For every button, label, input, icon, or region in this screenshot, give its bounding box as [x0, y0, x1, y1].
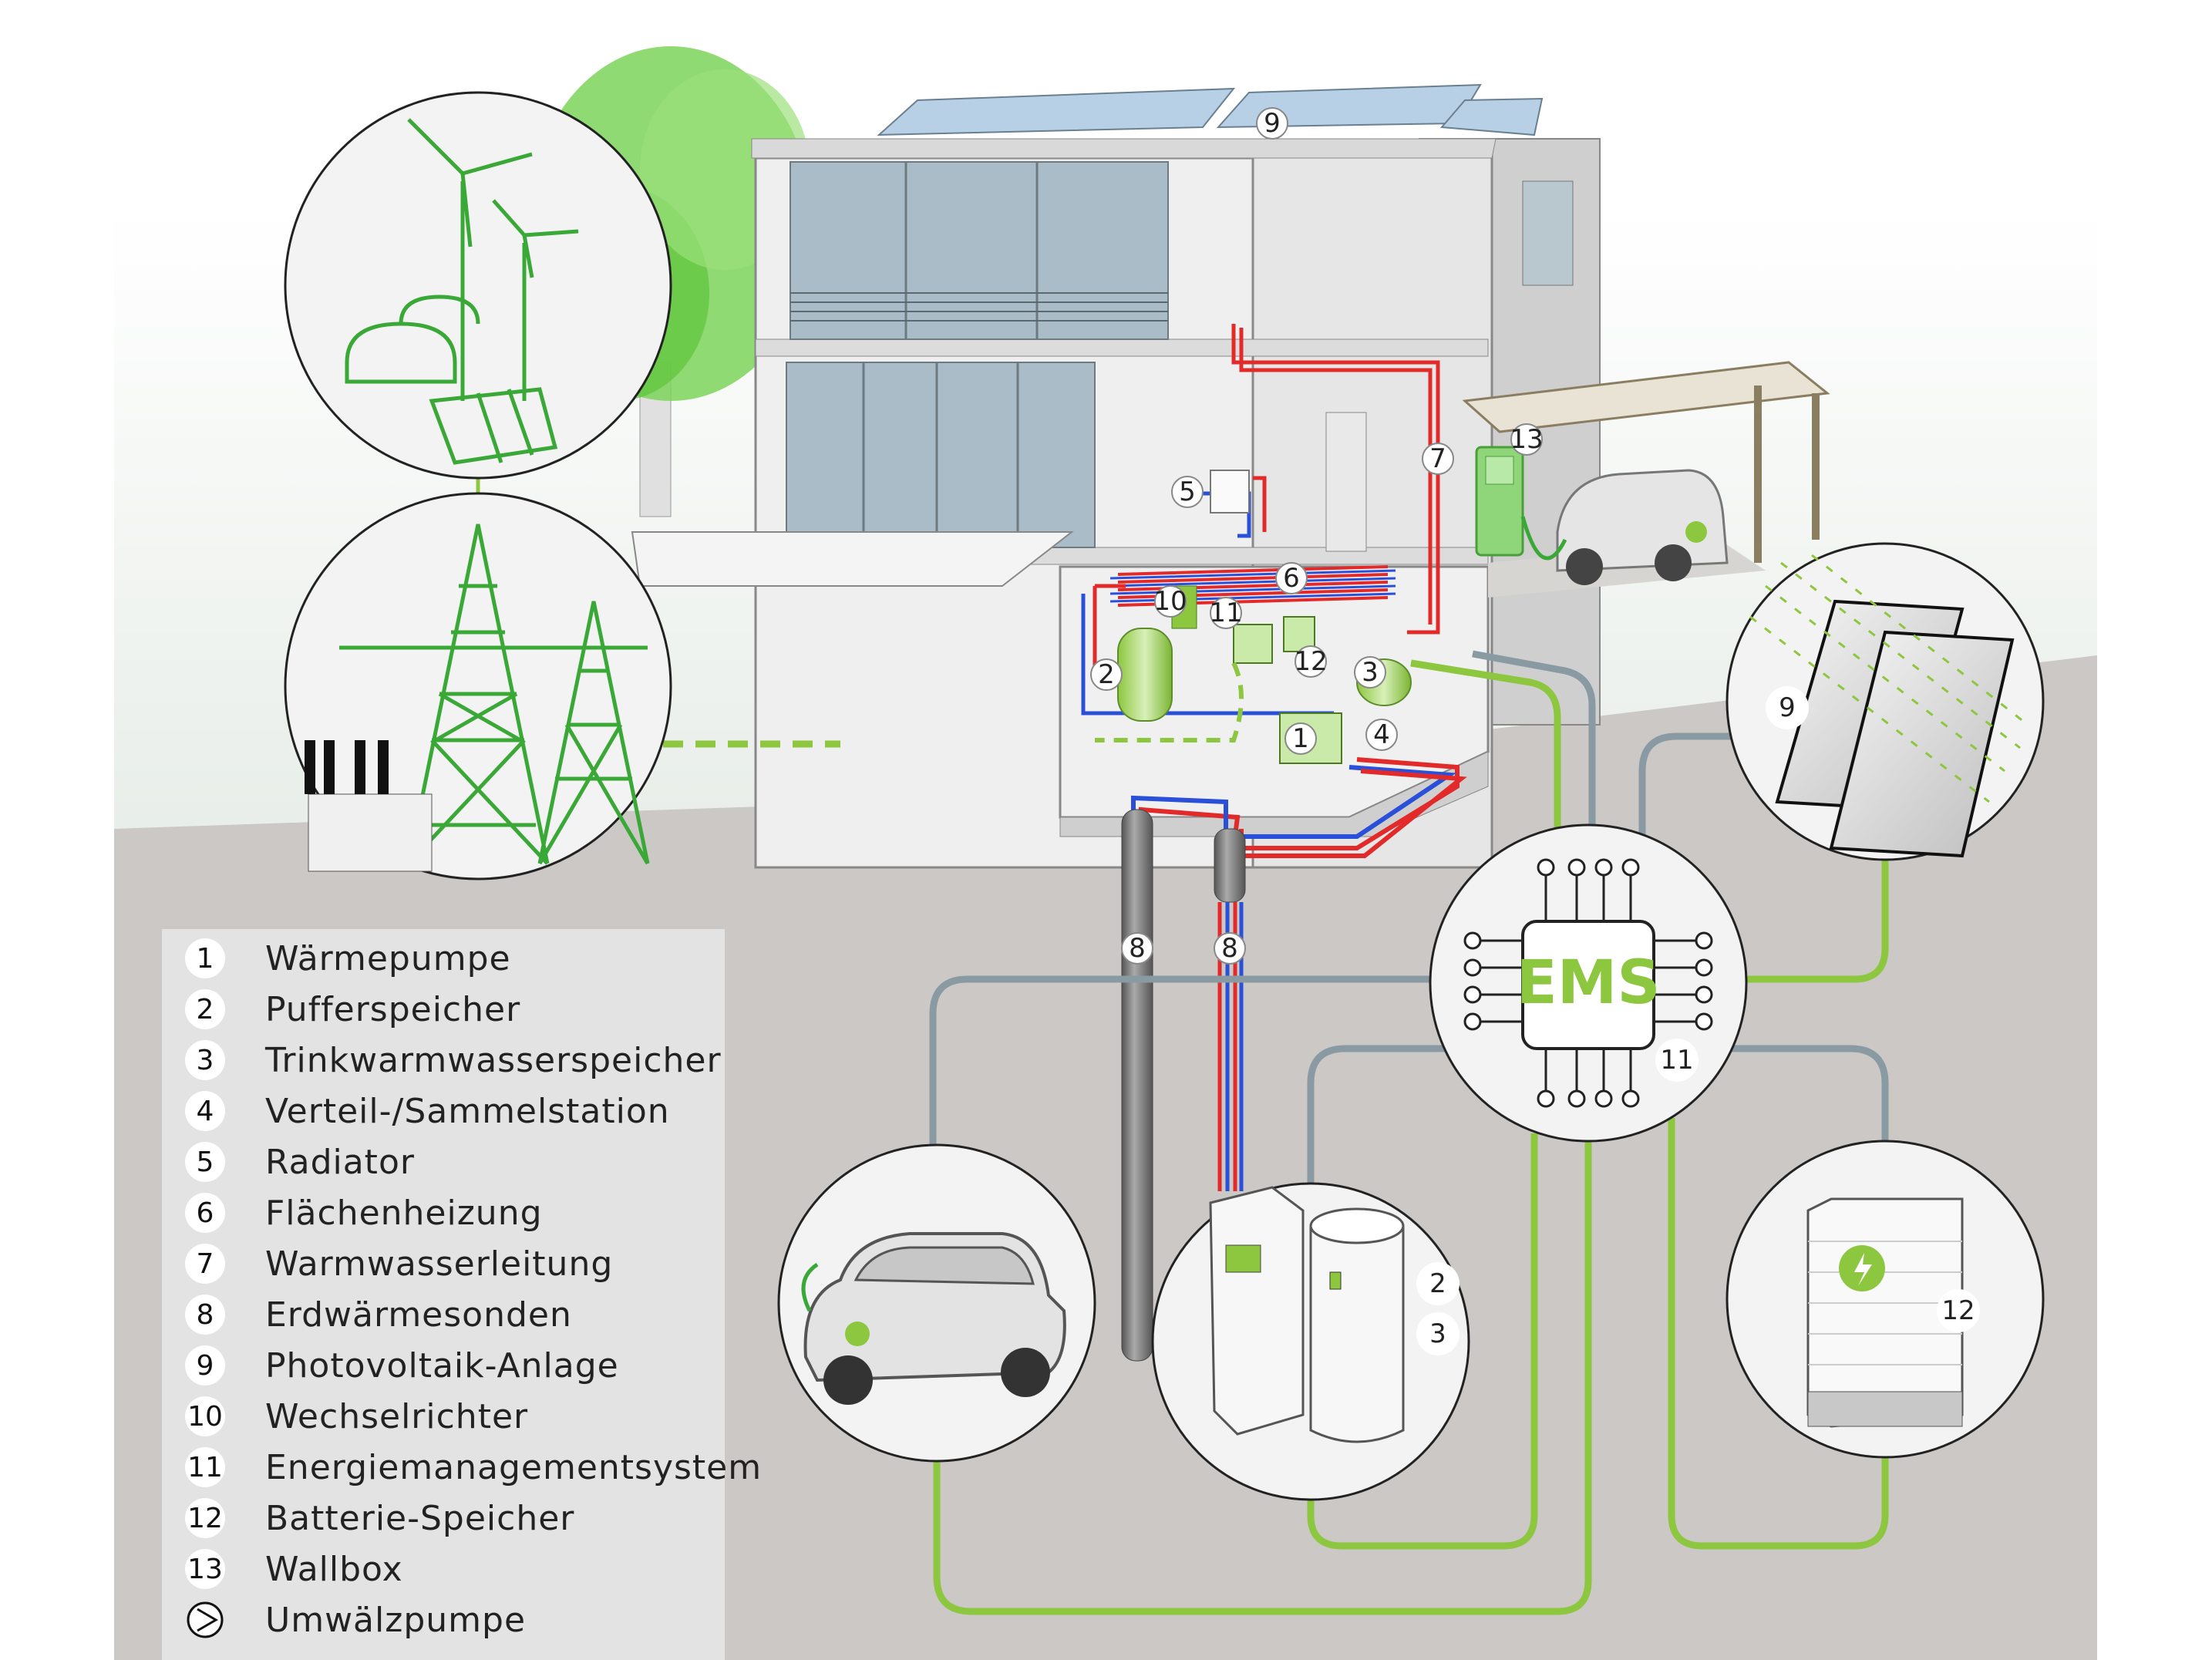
callout-dhw: 3: [1362, 657, 1379, 688]
legend-item: 10 Wechselrichter: [185, 1391, 528, 1442]
ev-circle: [777, 1143, 1096, 1463]
connection-lines: [476, 478, 1889, 1615]
legend-number: 4: [185, 1091, 225, 1131]
callouts: 9 5 6 7 10 11 12 2 3 1 4 13 8 8 9 11 2 3…: [1090, 107, 1980, 1355]
callout-tank: 2: [1098, 659, 1115, 690]
callout-probe-right: 8: [1221, 933, 1238, 964]
carport-car: [1556, 469, 1729, 585]
legend-label: Verteil-/Sammelstation: [265, 1091, 670, 1131]
legend-number: 6: [185, 1193, 225, 1233]
callout-pv-circle: 9: [1779, 692, 1796, 723]
legend-label: Radiator: [265, 1142, 415, 1182]
legend-number: 10: [185, 1396, 225, 1436]
probe-left: [1121, 809, 1153, 1362]
callout-battery-circle: 12: [1941, 1295, 1975, 1326]
legend-label: Photovoltaik-Anlage: [265, 1345, 619, 1386]
probe-right-top: [1214, 828, 1246, 903]
legend: 1 Wärmepumpe 2 Pufferspeicher 3 Trinkwarmwa…: [162, 929, 761, 1660]
legend-label: Wallbox: [265, 1549, 403, 1589]
wind-biogas-circle: [284, 91, 672, 480]
power-grid-circle: [284, 492, 672, 881]
callout-wallbox: 13: [1510, 424, 1543, 455]
legend-number: 3: [185, 1040, 225, 1080]
legend-number: 12: [185, 1498, 225, 1538]
legend-number: 7: [185, 1244, 225, 1284]
battery-circle: [1725, 1140, 2045, 1459]
callout-probe-left: 8: [1129, 933, 1146, 964]
callout-ems-circle: 11: [1660, 1045, 1693, 1076]
legend-item: 6 Flächenheizung: [185, 1187, 543, 1238]
legend-number: 11: [185, 1447, 225, 1487]
radiator: [1210, 470, 1250, 513]
legend-item: 3 Trinkwarmwasserspeicher: [185, 1035, 722, 1086]
legend-number: 1: [185, 938, 225, 978]
pump-icon: [185, 1600, 225, 1640]
legend-item: Umwälzpumpe: [185, 1594, 526, 1645]
legend-item: 12 Batterie-Speicher: [185, 1493, 574, 1544]
ems-circle: EMS: [1429, 823, 1748, 1143]
legend-item: 7 Warmwasserleitung: [185, 1238, 613, 1289]
callout-dist: 4: [1373, 719, 1390, 750]
callout-floor: 6: [1283, 563, 1300, 594]
legend-number: 8: [185, 1295, 225, 1335]
callout-roof-pv: 9: [1264, 108, 1281, 139]
legend-item: 8 Erdwärmesonden: [185, 1289, 572, 1340]
callout-radiator: 5: [1179, 476, 1196, 507]
legend-label: Warmwasserleitung: [265, 1244, 614, 1284]
pv-circle: [1725, 542, 2045, 861]
callout-inverter: 10: [1153, 586, 1187, 617]
legend-label: Pufferspeicher: [265, 989, 521, 1029]
legend-item: 5 Radiator: [185, 1136, 415, 1187]
legend-item: 9 Photovoltaik-Anlage: [185, 1340, 619, 1391]
callout-pipe: 7: [1429, 443, 1446, 474]
legend-label: Trinkwarmwasserspeicher: [265, 1040, 722, 1080]
legend-number: 5: [185, 1142, 225, 1182]
legend-label: Batterie-Speicher: [265, 1498, 575, 1538]
legend-item: 1 Wärmepumpe: [185, 933, 511, 984]
legend-label: Flächenheizung: [265, 1193, 543, 1233]
legend-number: 13: [185, 1549, 225, 1589]
ems-label: EMS: [1516, 948, 1660, 1018]
heatpump-circle: [1151, 1182, 1470, 1501]
callout-hp: 1: [1292, 723, 1309, 754]
legend-label: Energiemanagementsystem: [265, 1447, 763, 1487]
callout-buffer-circle: 2: [1429, 1268, 1446, 1299]
basement-components: [1095, 585, 1412, 764]
callout-battery-house: 12: [1294, 646, 1327, 677]
legend-item: 4 Verteil-/Sammelstation: [185, 1086, 670, 1136]
legend-label: Wärmepumpe: [265, 938, 511, 978]
legend-item: 13 Wallbox: [185, 1544, 403, 1594]
callout-ems-house: 11: [1209, 598, 1242, 628]
wallbox: [1475, 446, 1524, 557]
legend-number: 2: [185, 989, 225, 1029]
legend-label: Umwälzpumpe: [265, 1600, 527, 1640]
legend-item: 2 Pufferspeicher: [185, 984, 520, 1035]
callout-dhw-circle: 3: [1429, 1318, 1446, 1349]
legend-label: Wechselrichter: [265, 1396, 529, 1436]
legend-label: Erdwärmesonden: [265, 1295, 572, 1335]
legend-number: 9: [185, 1345, 225, 1386]
house: [631, 83, 1601, 869]
legend-item: 11 Energiemanagementsystem: [185, 1442, 762, 1493]
